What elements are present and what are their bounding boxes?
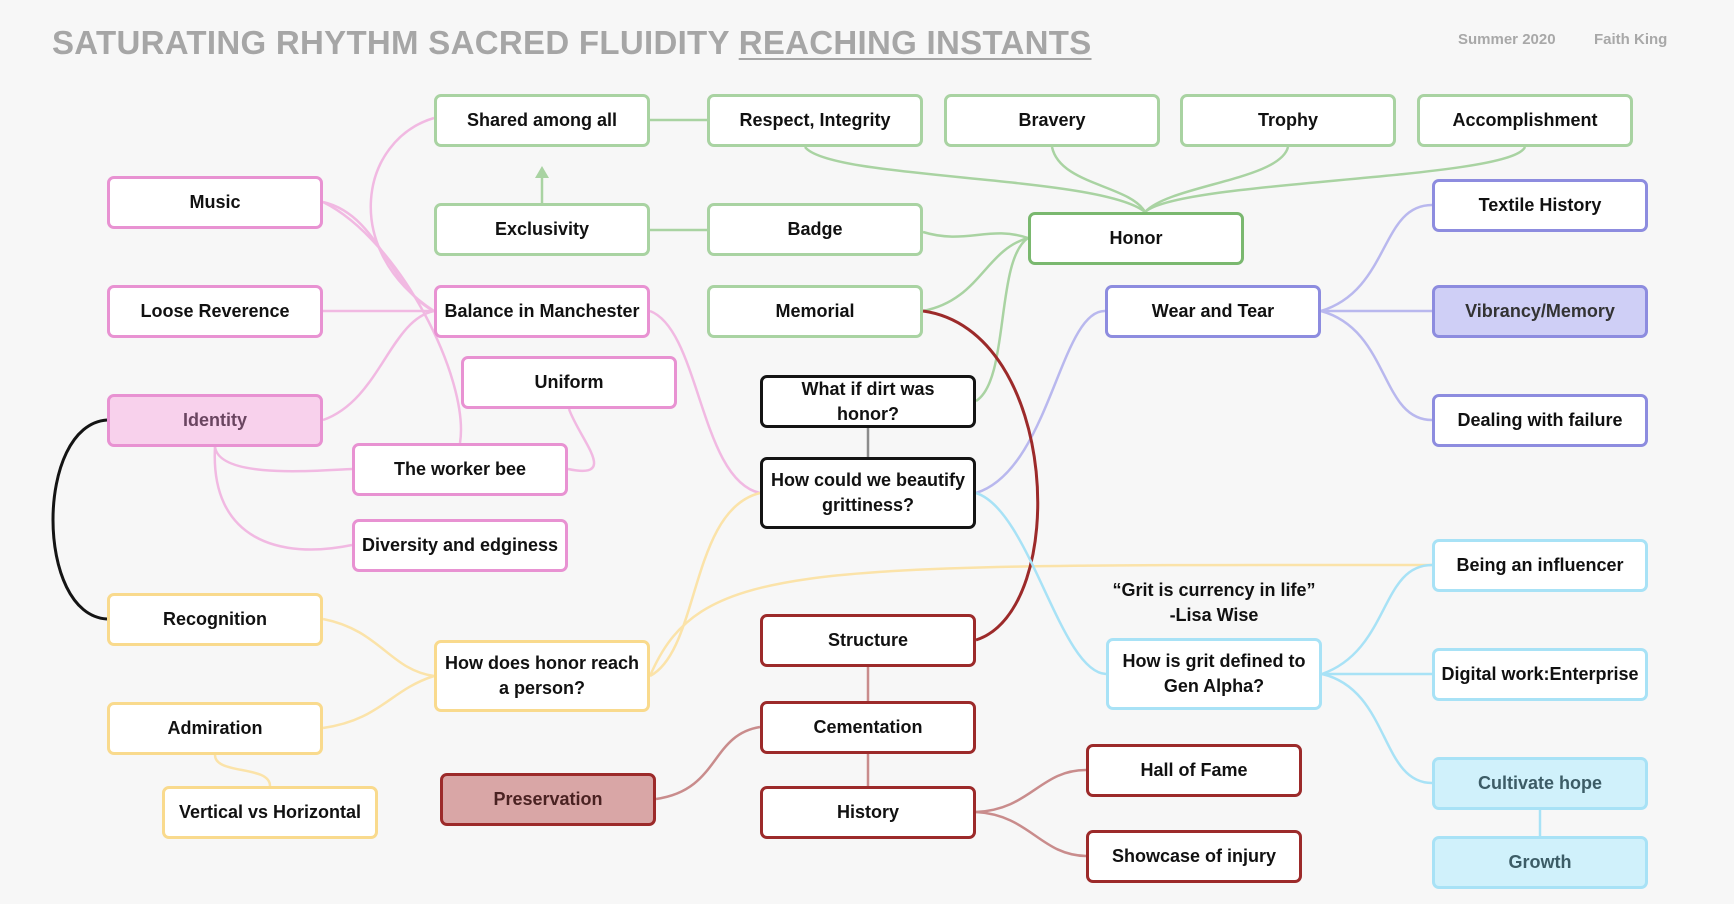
- link-wear-failure: [1320, 309, 1433, 422]
- link-identity-diversity: [213, 446, 353, 551]
- link-honorreach-beautify: [649, 491, 761, 678]
- node-dealing-with-failure[interactable]: Dealing with failure: [1432, 394, 1648, 447]
- link-gritalpha-influencer: [1321, 563, 1433, 676]
- node-what-if-dirt-was-honor[interactable]: What if dirt was honor?: [760, 375, 976, 428]
- node-structure[interactable]: Structure: [760, 614, 976, 667]
- node-how-does-honor-reach[interactable]: How does honor reach a person?: [434, 640, 650, 712]
- link-identity-balance: [322, 309, 435, 422]
- node-badge[interactable]: Badge: [707, 203, 923, 256]
- link-honorreach-influencer: [648, 563, 1433, 677]
- link-music-balance: [322, 200, 435, 313]
- node-preservation[interactable]: Preservation: [440, 773, 656, 826]
- node-beautify-grittiness[interactable]: How could we beautify grittiness?: [760, 457, 976, 529]
- title-plain: SATURATING RHYTHM SACRED FLUIDITY: [52, 24, 730, 61]
- node-recognition[interactable]: Recognition: [107, 593, 323, 646]
- node-bravery[interactable]: Bravery: [944, 94, 1160, 147]
- node-memorial[interactable]: Memorial: [707, 285, 923, 338]
- link-recognition-honorreach: [322, 617, 435, 678]
- quote-lisa-wise: “Grit is currency in life” -Lisa Wise: [1112, 580, 1316, 625]
- node-digital-work-enterprise[interactable]: Digital work:Enterprise: [1432, 648, 1648, 701]
- link-memorial-structure: [922, 309, 1040, 642]
- node-the-worker-bee[interactable]: The worker bee: [352, 443, 568, 496]
- node-vertical-vs-horizontal[interactable]: Vertical vs Horizontal: [162, 786, 378, 839]
- link-beautify-wear: [975, 309, 1106, 495]
- link-beautify-gritalpha: [975, 491, 1107, 676]
- node-cultivate-hope[interactable]: Cultivate hope: [1432, 757, 1648, 810]
- node-showcase-of-injury[interactable]: Showcase of injury: [1086, 830, 1302, 883]
- node-exclusivity[interactable]: Exclusivity: [434, 203, 650, 256]
- author-label: Faith King: [1594, 31, 1668, 48]
- link-admiration-honorreach: [322, 674, 435, 730]
- link-respect-honor: [804, 146, 1146, 213]
- node-trophy[interactable]: Trophy: [1180, 94, 1396, 147]
- node-wear-and-tear[interactable]: Wear and Tear: [1105, 285, 1321, 338]
- link-memorial-honor: [922, 236, 1029, 313]
- link-gritalpha-cultivate: [1321, 672, 1433, 785]
- node-honor[interactable]: Honor: [1028, 212, 1244, 265]
- node-uniform[interactable]: Uniform: [461, 356, 677, 409]
- link-preservation-cementation: [655, 725, 761, 801]
- node-hall-of-fame[interactable]: Hall of Fame: [1086, 744, 1302, 797]
- link-dirt-honor: [975, 236, 1029, 403]
- node-cementation[interactable]: Cementation: [760, 701, 976, 754]
- node-music[interactable]: Music: [107, 176, 323, 229]
- link-badge-honor: [922, 230, 1029, 240]
- link-identity-workerbee: [213, 446, 353, 473]
- node-shared-among-all[interactable]: Shared among all: [434, 94, 650, 147]
- node-accomplishment[interactable]: Accomplishment: [1417, 94, 1633, 147]
- link-balance-shared: [369, 116, 435, 313]
- node-balance-in-manchester[interactable]: Balance in Manchester: [434, 285, 650, 338]
- node-growth[interactable]: Growth: [1432, 836, 1648, 889]
- link-wear-textile: [1320, 203, 1433, 313]
- node-respect-integrity[interactable]: Respect, Integrity: [707, 94, 923, 147]
- link-identity-recognition: [51, 418, 108, 621]
- node-diversity-and-edginess[interactable]: Diversity and edginess: [352, 519, 568, 572]
- link-music-workerbee: [322, 200, 463, 444]
- link-uniform-workerbee: [567, 408, 596, 472]
- node-identity[interactable]: Identity: [107, 394, 323, 447]
- arrowhead-icon: [535, 166, 549, 178]
- link-history-halloffame: [975, 768, 1087, 814]
- title-underlined: REACHING INSTANTS: [738, 24, 1092, 61]
- date-label: Summer 2020: [1458, 31, 1556, 48]
- page-title: SATURATING RHYTHM SACRED FLUIDITY REACHI…: [52, 24, 1092, 62]
- link-balance-beautify: [649, 309, 761, 495]
- link-accomplishment-honor: [1144, 146, 1527, 213]
- node-loose-reverence[interactable]: Loose Reverence: [107, 285, 323, 338]
- link-trophy-honor: [1144, 146, 1290, 213]
- node-being-an-influencer[interactable]: Being an influencer: [1432, 539, 1648, 592]
- node-grit-gen-alpha[interactable]: How is grit defined to Gen Alpha?: [1106, 638, 1322, 710]
- link-bravery-honor: [1050, 146, 1147, 213]
- node-admiration[interactable]: Admiration: [107, 702, 323, 755]
- node-textile-history[interactable]: Textile History: [1432, 179, 1648, 232]
- link-admiration-vertical: [213, 754, 272, 787]
- node-vibrancy-memory[interactable]: Vibrancy/Memory: [1432, 285, 1648, 338]
- link-history-showcase: [975, 810, 1087, 858]
- node-history[interactable]: History: [760, 786, 976, 839]
